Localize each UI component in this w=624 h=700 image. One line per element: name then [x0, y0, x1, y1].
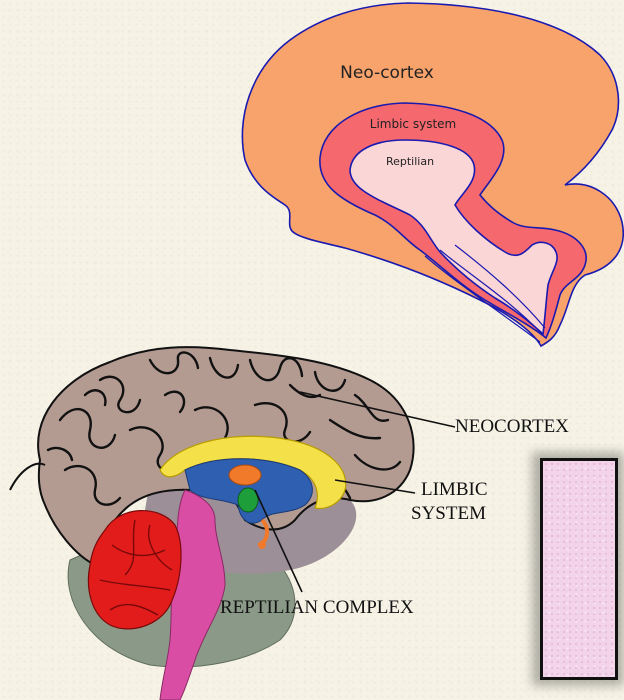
limbic-caption-line2: SYSTEM [411, 503, 486, 524]
neocortex-label: Neo-cortex [340, 63, 434, 83]
neocortex-caption: NEOCORTEX [455, 416, 569, 437]
reptilian-label: Reptilian [386, 155, 434, 168]
triune-schematic: Neo-cortex Limbic system Reptilian [242, 3, 623, 346]
limbic-caption-line1: LIMBIC [421, 479, 488, 500]
reptilian-caption: REPTILIAN COMPLEX [220, 597, 414, 618]
limbic-label: Limbic system [370, 117, 456, 131]
pituitary-dot [258, 541, 266, 549]
amygdala-region [229, 465, 261, 485]
anatomical-brain: NEOCORTEX LIMBIC SYSTEM REPTILIAN COMPLE… [10, 347, 569, 700]
